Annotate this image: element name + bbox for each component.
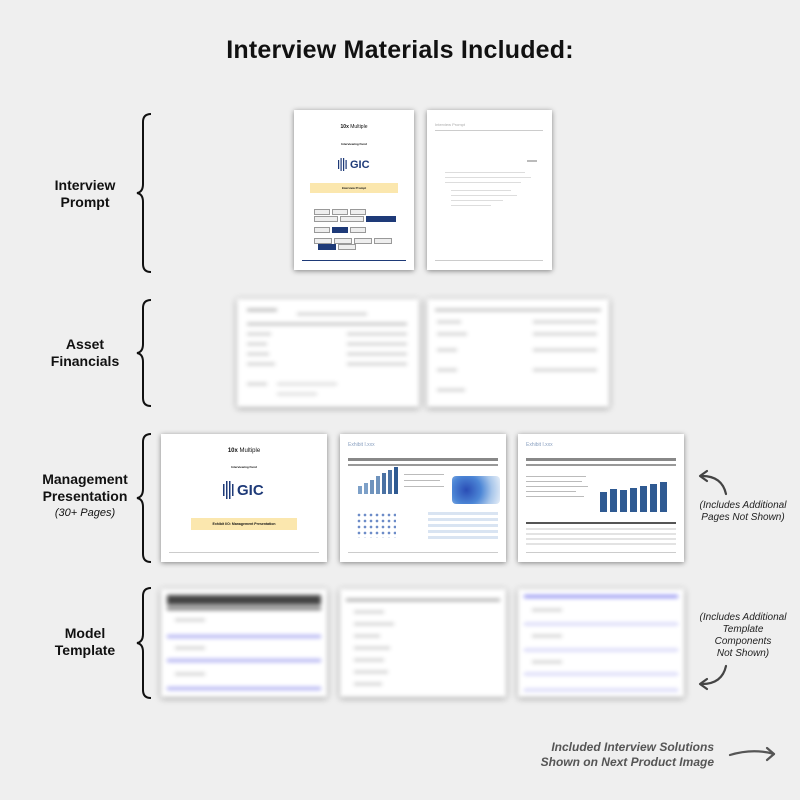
curved-arrow-icon: [698, 664, 728, 691]
model-template-sheet-2: [340, 589, 506, 697]
cover-band: Interview Prompt: [310, 183, 398, 193]
label-line: Interview: [54, 177, 116, 193]
brand-logo: 10x Multiple: [227, 448, 261, 454]
cover-band: Exhibit I/O: Management Presentation: [191, 518, 297, 530]
brace-icon: [136, 433, 152, 563]
label-line: Financials: [50, 353, 120, 369]
presentation-slide-chart: Exhibit I.xxx: [518, 434, 684, 562]
page-heading: Interview Prompt: [435, 122, 466, 127]
label-line: Management: [42, 471, 128, 487]
solutions-footer-note: Included Interview Solutions Shown on Ne…: [540, 740, 714, 769]
section-label-interview-prompt: Interview Prompt: [20, 177, 150, 211]
label-line: Model: [64, 625, 106, 641]
presentation-slide-market: Exhibit I.xxx: [340, 434, 506, 562]
presentation-cover-slide: 10x Multiple Interviewing Fund GIC Exhib…: [161, 434, 327, 562]
additional-components-note: (Includes Additional Template Components…: [699, 612, 787, 659]
interview-prompt-page-2: Interview Prompt: [427, 110, 552, 270]
label-line: Template: [54, 642, 116, 658]
gic-logo: GIC: [223, 481, 264, 499]
section-label-model-template: Model Template: [20, 625, 150, 659]
brace-icon: [136, 587, 152, 699]
label-line: Presentation: [42, 488, 128, 504]
case-label: Interviewing Fund: [231, 465, 257, 469]
gic-mark-icon: [223, 481, 234, 499]
right-arrow-icon: [728, 746, 776, 762]
label-line: Asset: [65, 336, 105, 352]
case-label: Interviewing Fund: [341, 142, 367, 146]
brace-icon: [136, 113, 152, 273]
asset-financials-sheet-1: [237, 299, 419, 407]
page-count: (30+ Pages): [54, 507, 116, 519]
brace-icon: [136, 299, 152, 407]
interview-prompt-cover-page: 10x Multiple Interviewing Fund GIC Inter…: [294, 110, 414, 270]
slide-title: Exhibit I.xxx: [348, 442, 375, 448]
brand-logo: 10x Multiple: [340, 124, 368, 130]
gic-mark-icon: [338, 158, 347, 171]
slide-title: Exhibit I.xxx: [526, 442, 553, 448]
page-title: Interview Materials Included:: [226, 36, 574, 64]
model-template-sheet-1: [161, 589, 327, 697]
asset-financials-sheet-2: [427, 299, 609, 407]
additional-pages-note: (Includes Additional Pages Not Shown): [699, 500, 787, 523]
label-line: Prompt: [60, 194, 110, 210]
section-label-asset-financials: Asset Financials: [20, 336, 150, 370]
section-label-management-presentation: Management Presentation (30+ Pages): [20, 471, 150, 521]
model-template-sheet-3: [518, 589, 684, 697]
gic-logo: GIC: [338, 158, 370, 171]
curved-arrow-icon: [698, 469, 728, 496]
